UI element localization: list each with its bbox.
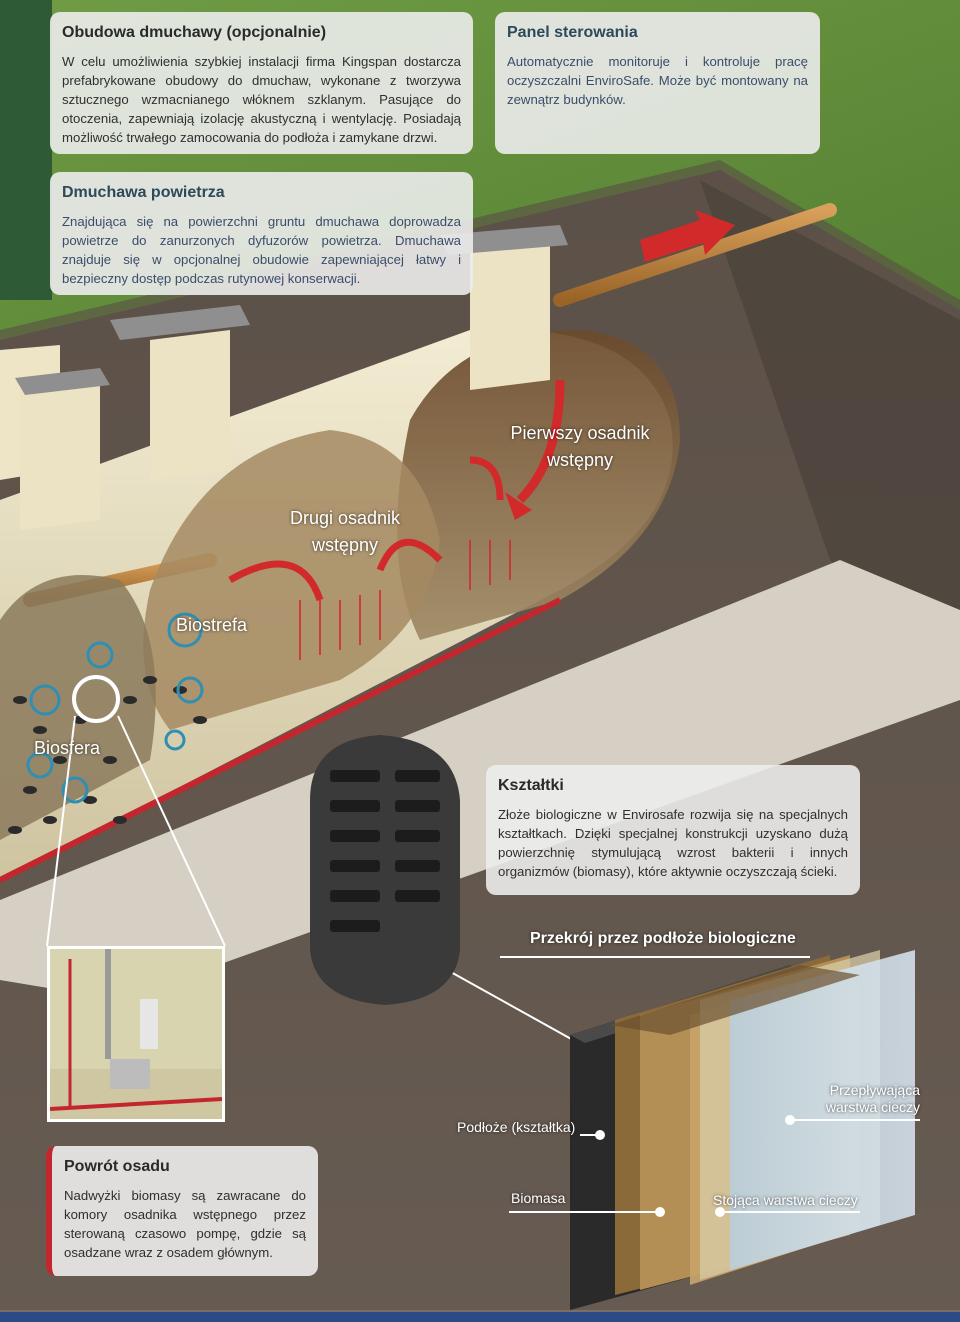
air-blower-text: Znajdująca się na powierzchni gruntu dmu… bbox=[62, 214, 461, 286]
blower-housing-text: W celu umożliwienia szybkiej instalacji … bbox=[62, 54, 461, 145]
air-blower-card: Dmuchawa powietrza Znajdująca się na pow… bbox=[50, 172, 473, 295]
sludge-return-text: Nadwyżki biomasy są zawracane do komory … bbox=[64, 1188, 306, 1260]
media-shapes-card: Kształtki Złoże biologiczne w Envirosafe… bbox=[486, 765, 860, 895]
control-panel-title: Panel sterowania bbox=[507, 24, 638, 41]
control-panel-card: Panel sterowania Automatycznie monitoruj… bbox=[495, 12, 820, 154]
control-panel-text: Automatycznie monitoruje i kontroluje pr… bbox=[507, 54, 808, 107]
media-shapes-text: Złoże biologiczne w Envirosafe rozwija s… bbox=[498, 807, 848, 879]
sludge-return-pump-photo bbox=[47, 946, 225, 1122]
cross-section-title: Przekrój przez podłoże biologiczne bbox=[530, 930, 796, 947]
blower-housing-title: Obudowa dmuchawy (opcjonalnie) bbox=[62, 24, 327, 41]
air-blower-title: Dmuchawa powietrza bbox=[62, 184, 225, 201]
standing-layer-label: Stojąca warstwa cieczy bbox=[713, 1192, 858, 1208]
sludge-return-title: Powrót osadu bbox=[64, 1158, 170, 1175]
substrate-label: Podłoże (kształtka) bbox=[457, 1119, 576, 1135]
first-settler-label: Pierwszy osadnik wstępny bbox=[510, 423, 650, 470]
second-settler-label: Drugi osadnik wstępny bbox=[289, 508, 401, 555]
flowing-layer-label: Przepływająca warstwa cieczy bbox=[825, 1082, 920, 1115]
bottom-accent-bar bbox=[0, 1312, 960, 1322]
sludge-return-card: Powrót osadu Nadwyżki biomasy są zawraca… bbox=[46, 1146, 318, 1276]
biozone-label: Biostrefa bbox=[176, 615, 248, 635]
biomass-label: Biomasa bbox=[511, 1190, 566, 1206]
biosphere-label: Biosfera bbox=[34, 738, 101, 758]
blower-housing-card: Obudowa dmuchawy (opcjonalnie) W celu um… bbox=[50, 12, 473, 154]
media-shapes-title: Kształtki bbox=[498, 777, 564, 794]
